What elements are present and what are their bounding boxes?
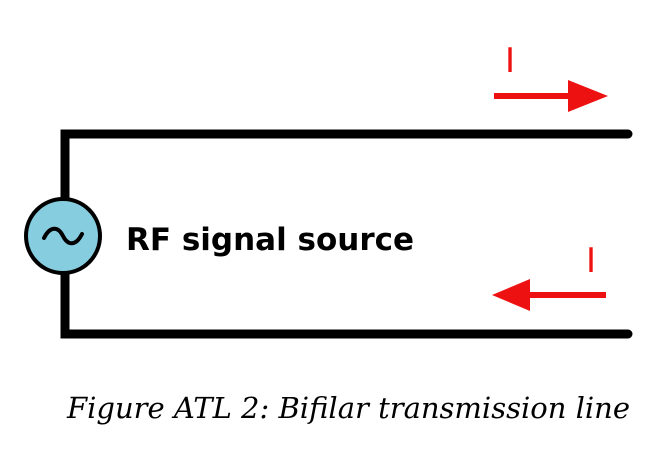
arrow-right-icon	[568, 80, 608, 112]
source-label: RF signal source	[126, 222, 414, 258]
top-wire	[60, 129, 633, 207]
wires	[60, 129, 633, 339]
top-current-label: I	[505, 41, 515, 81]
bottom-current-label: I	[586, 241, 596, 281]
figure-caption: Figure ATL 2: Bifilar transmission line	[66, 391, 630, 425]
bottom-wire	[60, 267, 633, 339]
ac-source-icon	[24, 197, 102, 275]
top-current-indicator: I	[494, 41, 608, 112]
bottom-current-indicator: I	[492, 241, 606, 311]
sine-wave-icon	[42, 226, 84, 246]
arrow-left-icon	[492, 279, 530, 311]
